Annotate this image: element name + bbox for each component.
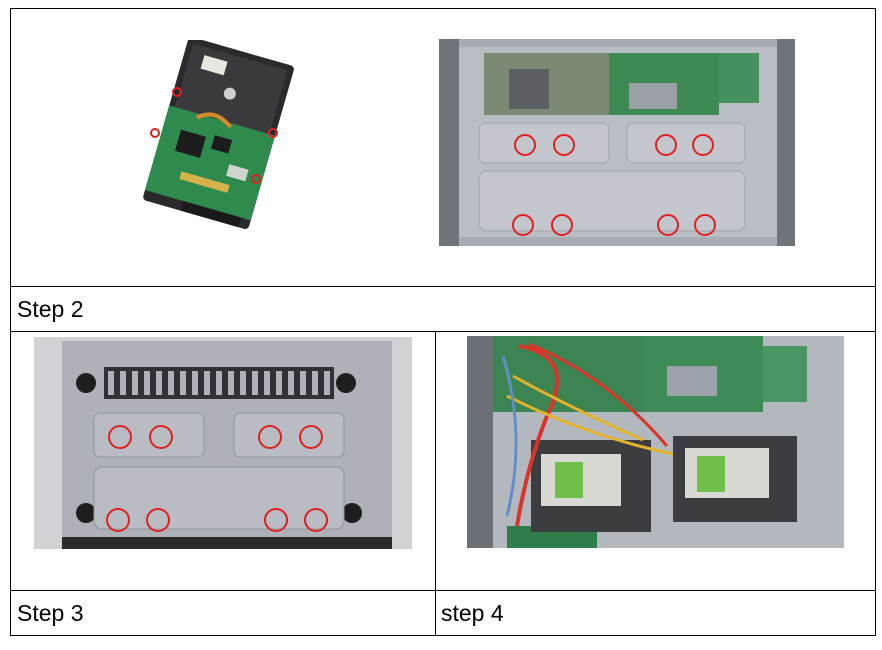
instruction-table: Step 2 Step 3 step 4: [10, 8, 876, 636]
row-divider: [11, 331, 875, 332]
dvr-chassis-interior-photo: [439, 39, 795, 246]
row-divider: [11, 286, 875, 287]
dvr-with-drives-installed-photo: [467, 336, 844, 548]
dvr-chassis-underside-photo: [34, 337, 412, 549]
step-2-caption: Step 2: [17, 296, 84, 322]
step-4-caption: step 4: [441, 600, 504, 626]
hard-drive-photo: [143, 40, 294, 229]
step-3-caption: Step 3: [17, 600, 84, 626]
column-divider: [435, 331, 436, 636]
row-divider: [11, 590, 875, 591]
